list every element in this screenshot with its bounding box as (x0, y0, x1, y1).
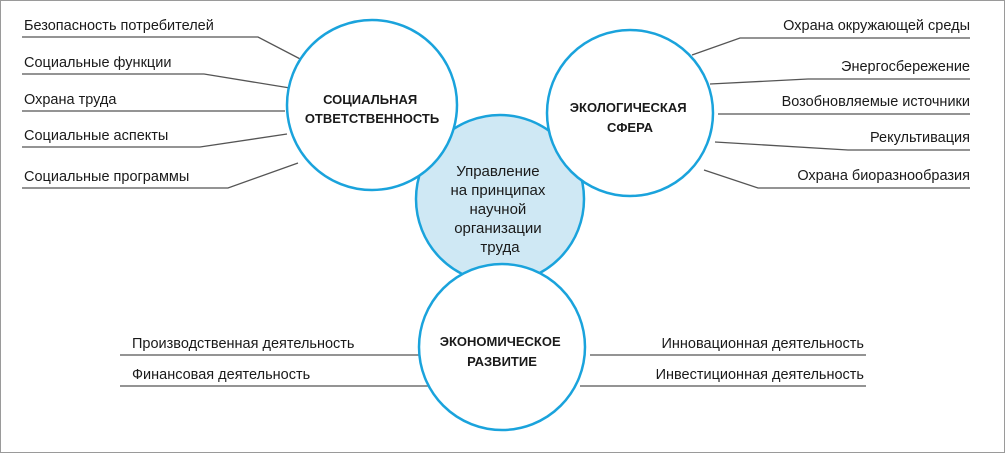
ecology-title: ЭКОЛОГИЧЕСКАЯ СФЕРА (570, 100, 690, 135)
ecology-line-2 (709, 78, 970, 85)
social-line-5 (22, 162, 299, 189)
social-line-1 (22, 36, 307, 63)
economy-item-production: Производственная деятельность (132, 336, 354, 352)
ecology-item-energy-saving: Энергосбережение (841, 59, 970, 75)
economy-item-investment: Инвестиционная деятельность (656, 367, 864, 383)
ecology-line-4 (714, 141, 970, 151)
social-item-labor-protection: Охрана труда (24, 92, 117, 108)
ecology-item-recultivation: Рекультивация (870, 130, 970, 146)
social-item-programs: Социальные программы (24, 169, 189, 185)
economy-title: ЭКОНОМИЧЕСКОЕ РАЗВИТИЕ (440, 334, 565, 369)
social-circle (285, 18, 459, 192)
economy-item-finance: Финансовая деятельность (132, 367, 310, 383)
center-title: Управление на принципах научной организа… (450, 163, 549, 256)
ecology-item-environment: Охрана окружающей среды (783, 18, 970, 34)
social-title: СОЦИАЛЬНАЯ ОТВЕТСТВЕННОСТЬ (305, 92, 439, 126)
ecology-item-biodiversity: Охрана биоразнообразия (797, 168, 970, 184)
ecology-items: Охрана окружающей среды Энергосбережение… (691, 18, 970, 189)
ecology-circle (545, 28, 715, 198)
ecology-line-5 (703, 169, 970, 189)
social-item-aspects: Социальные аспекты (24, 128, 168, 144)
social-item-functions: Социальные функции (24, 55, 171, 71)
social-item-consumer-safety: Безопасность потребителей (24, 18, 214, 34)
economy-circle (417, 262, 587, 432)
ecology-item-renewables: Возобновляемые источники (782, 94, 970, 110)
economy-item-innovation: Инновационная деятельность (661, 336, 864, 352)
social-items: Безопасность потребителей Социальные фун… (22, 18, 307, 189)
economy-items: Производственная деятельность Финансовая… (120, 336, 866, 387)
social-line-2 (22, 73, 291, 89)
social-line-4 (22, 133, 288, 148)
ecology-line-1 (691, 37, 970, 56)
